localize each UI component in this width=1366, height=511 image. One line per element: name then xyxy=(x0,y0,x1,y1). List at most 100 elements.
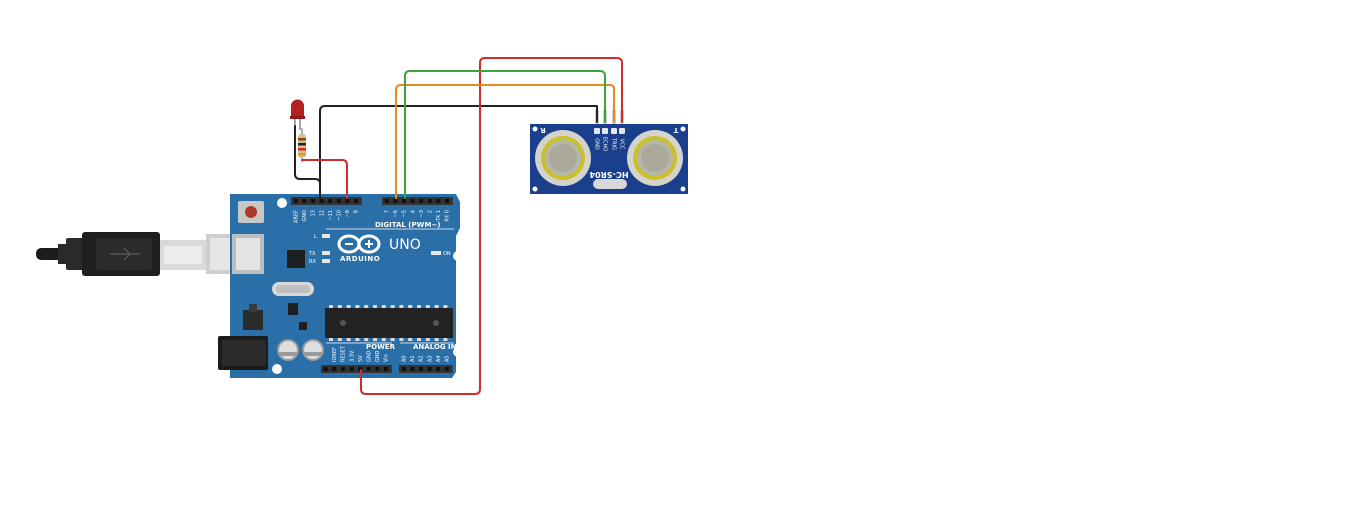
header-socket[interactable] xyxy=(436,367,441,371)
header-socket[interactable] xyxy=(341,367,345,371)
led-l xyxy=(322,234,330,238)
digital-pin-label: ~6 xyxy=(393,210,399,217)
chip-pin xyxy=(390,338,395,341)
mount-hole xyxy=(272,364,282,374)
wire-vcc[interactable] xyxy=(360,57,623,395)
chip-pin xyxy=(417,305,421,308)
power-pin-label: Vin xyxy=(384,354,390,362)
chip-pin xyxy=(434,305,439,308)
digital-pin-label: 7 xyxy=(385,210,391,213)
mount-hole xyxy=(453,347,463,357)
analog-pin-label: A2 xyxy=(419,355,425,362)
chip-pin xyxy=(425,305,430,308)
header-socket[interactable] xyxy=(336,199,341,203)
header-socket[interactable] xyxy=(427,367,432,371)
header-socket[interactable] xyxy=(393,199,398,203)
wires[interactable] xyxy=(294,57,623,395)
digital-pin-label: 2 xyxy=(428,210,434,213)
chip-pin xyxy=(399,305,404,308)
digital-pin-label: ~3 xyxy=(419,210,425,217)
sensor-pin-label: ECHO xyxy=(602,137,608,151)
wire-trig[interactable] xyxy=(395,84,615,199)
header-socket[interactable] xyxy=(302,199,307,203)
header-socket[interactable] xyxy=(410,367,415,371)
header-socket[interactable] xyxy=(401,367,406,371)
analog-pin-label: A1 xyxy=(410,355,416,362)
header-socket[interactable] xyxy=(311,199,315,203)
capacitor xyxy=(302,339,324,361)
receiver-transducer xyxy=(535,130,591,186)
analog-pin-label: A0 xyxy=(402,355,408,362)
header-socket[interactable] xyxy=(349,367,354,371)
header-socket[interactable] xyxy=(345,199,350,203)
header-socket[interactable] xyxy=(293,199,298,203)
sensor-pin-label: TRIG xyxy=(611,137,617,150)
chip-pin xyxy=(399,338,404,341)
wire-gnd[interactable] xyxy=(319,105,598,199)
digital-pin-label: TX 1 xyxy=(436,210,442,222)
header-socket[interactable] xyxy=(354,199,358,203)
chip-pin xyxy=(373,338,377,341)
digital-pin-label: AREF xyxy=(294,210,300,223)
header-socket[interactable] xyxy=(384,199,389,203)
header-socket[interactable] xyxy=(445,199,449,203)
power-pin-label: GND xyxy=(367,350,373,362)
chip-pin xyxy=(443,338,448,341)
led-rx xyxy=(322,259,330,263)
usb-chip xyxy=(287,250,305,268)
arduino-uno-board[interactable]: L TX RX ON ARDUINO UNO DIGITAL (PWM~) PO… xyxy=(218,194,463,378)
header-socket[interactable] xyxy=(436,199,441,203)
reset-button[interactable] xyxy=(238,201,264,223)
usb-plug-icon[interactable] xyxy=(36,232,264,276)
wire-led-gnd[interactable] xyxy=(294,125,321,199)
header-socket[interactable] xyxy=(319,199,324,203)
header-socket[interactable] xyxy=(358,367,363,371)
sensor-right-mark: T xyxy=(673,126,678,134)
chip-pin xyxy=(337,338,342,341)
power-pin-label: GND xyxy=(375,350,381,362)
header-socket[interactable] xyxy=(366,367,371,371)
sensor-left-mark: R xyxy=(540,126,546,134)
header-socket[interactable] xyxy=(323,367,328,371)
chip-pin xyxy=(443,305,448,308)
power-pin-label: IOREF xyxy=(332,347,338,362)
header-socket[interactable] xyxy=(375,367,380,371)
header-socket[interactable] xyxy=(328,199,333,203)
sensor-pin-pad xyxy=(611,128,617,134)
chip-pin xyxy=(329,338,333,341)
chip-pin xyxy=(417,338,421,341)
analog-pin-label: A3 xyxy=(427,355,433,362)
header-socket[interactable] xyxy=(410,199,415,203)
led-on-label: ON xyxy=(443,251,451,257)
header-socket[interactable] xyxy=(419,199,424,203)
wire-led[interactable] xyxy=(301,159,348,199)
header-socket[interactable] xyxy=(332,367,337,371)
chip-pin xyxy=(355,305,360,308)
led-tx xyxy=(322,251,330,255)
wire-echo[interactable] xyxy=(404,70,606,199)
header-socket[interactable] xyxy=(419,367,423,371)
header-socket[interactable] xyxy=(384,367,388,371)
header-socket[interactable] xyxy=(444,367,449,371)
digital-pin-label: ~11 xyxy=(328,210,334,221)
infinity-logo-icon xyxy=(337,234,381,254)
voltage-regulator xyxy=(243,310,263,330)
digital-pin-label: 13 xyxy=(311,210,317,216)
mount-hole xyxy=(453,251,463,261)
led-on xyxy=(431,251,441,255)
sensor-name: HC-SR04 xyxy=(589,170,629,179)
header-socket[interactable] xyxy=(427,199,432,203)
resistor-icon[interactable] xyxy=(298,128,306,162)
analog-pin-label: A5 xyxy=(445,355,451,362)
chip-pin xyxy=(408,305,413,308)
header-socket[interactable] xyxy=(402,199,406,203)
led-rx-label: RX xyxy=(309,259,316,265)
sensor-pin-label: VCC xyxy=(619,139,625,150)
led-icon[interactable] xyxy=(290,99,305,130)
capacitor xyxy=(277,339,299,361)
